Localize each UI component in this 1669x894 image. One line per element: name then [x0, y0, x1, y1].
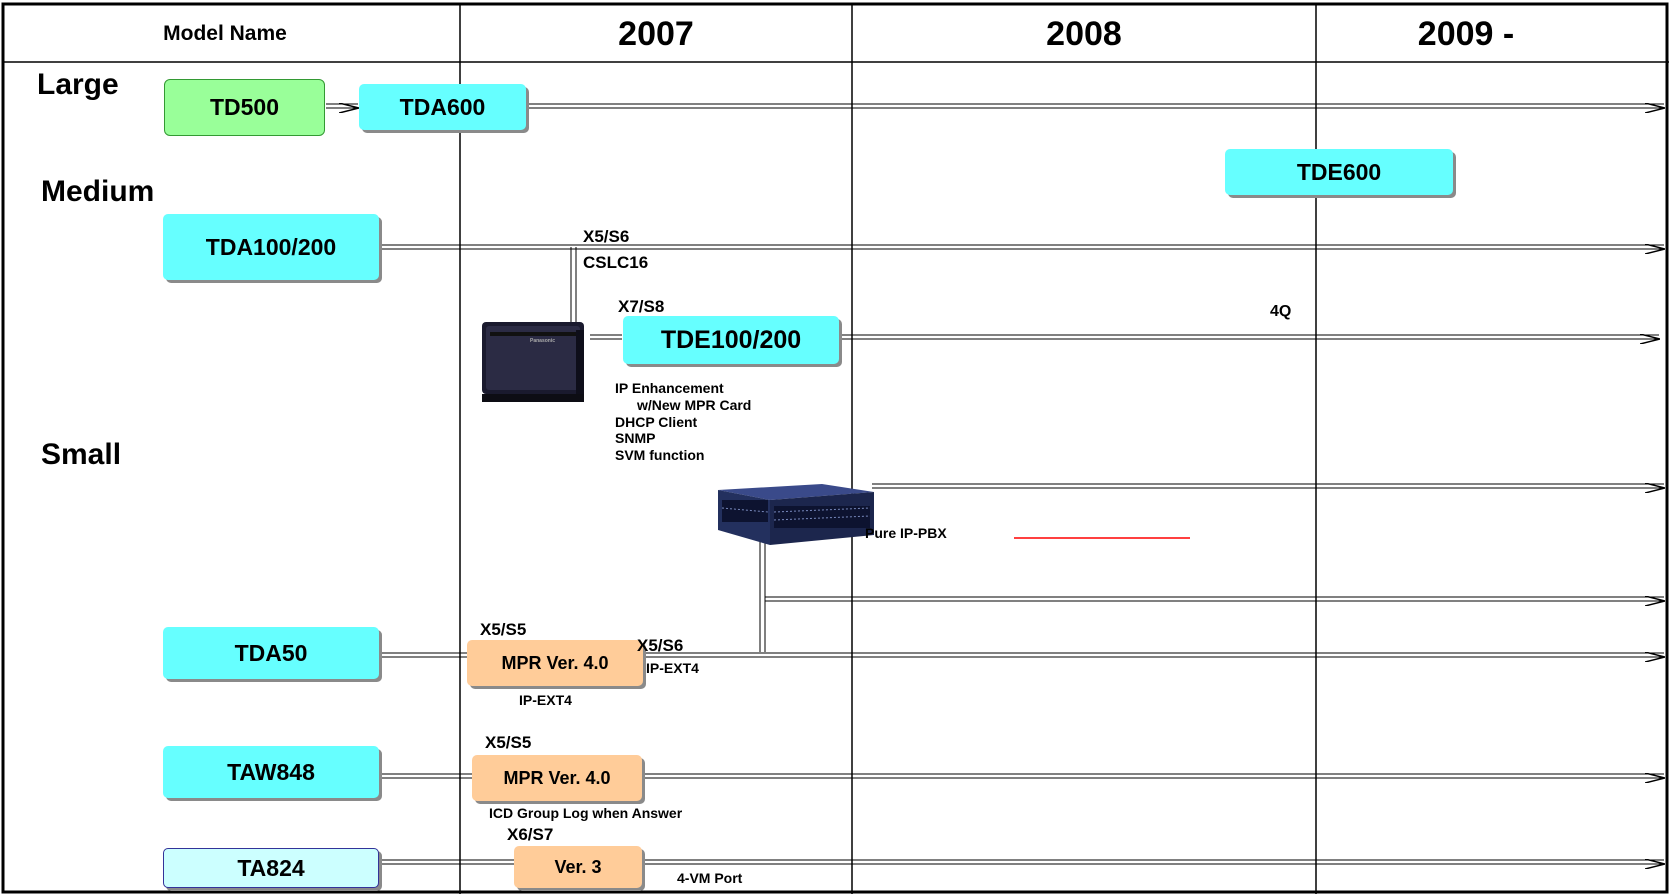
header-year-2008: 2008 — [1046, 15, 1122, 53]
header-year-2007: 2007 — [618, 15, 694, 53]
tde100-cabinet-image: Panasonic — [482, 322, 584, 402]
label-svm-function: SVM function — [615, 447, 705, 463]
label-x7s8: X7/S8 — [618, 297, 665, 316]
label-4-vm-port: 4-VM Port — [677, 870, 743, 886]
label-dhcp-client: DHCP Client — [615, 414, 698, 430]
model-ta824: TA824 — [163, 848, 379, 888]
label-x6s7: X6/S7 — [507, 825, 554, 844]
model-tde100-200: TDE100/200 — [623, 316, 839, 364]
label-x5s5-taw848: X5/S5 — [485, 733, 532, 752]
label-cslc16: CSLC16 — [583, 253, 649, 272]
upgrade-ver3: Ver. 3 — [514, 846, 642, 888]
model-tda100-200: TDA100/200 — [163, 214, 379, 280]
model-tde600: TDE600 — [1225, 149, 1453, 195]
upgrade-mpr-tda50: MPR Ver. 4.0 — [467, 640, 643, 686]
label-new-mpr-card: w/New MPR Card — [637, 397, 752, 413]
timeline-tda100-200 — [382, 245, 1664, 249]
category-medium: Medium — [41, 175, 155, 208]
header-model-name: Model Name — [163, 22, 287, 45]
header-year-2009: 2009 - — [1417, 15, 1515, 53]
label-pure-ip-pbx: Pure IP-PBX — [865, 525, 947, 541]
category-large: Large — [37, 68, 119, 101]
svg-text:Panasonic: Panasonic — [530, 338, 555, 344]
model-td500: TD500 — [164, 79, 325, 136]
model-tda50: TDA50 — [163, 627, 379, 679]
upgrade-mpr-taw848: MPR Ver. 4.0 — [472, 755, 642, 801]
label-snmp: SNMP — [615, 430, 656, 446]
label-x5s6-tda100: X5/S6 — [583, 227, 630, 246]
timeline-branch — [765, 597, 1664, 601]
label-icd-group-log: ICD Group Log when Answer — [489, 805, 683, 821]
timeline-tde100-200 — [842, 335, 1659, 339]
model-taw848: TAW848 — [163, 746, 379, 798]
category-small: Small — [41, 438, 122, 471]
label-ip-enhancement: IP Enhancement — [615, 380, 724, 396]
label-ip-ext4-right: IP-EXT4 — [646, 660, 699, 676]
timeline-pure-ip — [872, 484, 1664, 488]
timeline-tda600 — [527, 104, 1664, 108]
model-tda600: TDA600 — [359, 84, 526, 130]
ip-pbx-unit-image — [718, 484, 874, 545]
label-x5s5-tda50: X5/S5 — [480, 620, 527, 639]
label-x5s6-tda50: X5/S6 — [637, 636, 684, 655]
label-ip-ext4-below: IP-EXT4 — [519, 692, 572, 708]
label-4q: 4Q — [1270, 303, 1292, 320]
